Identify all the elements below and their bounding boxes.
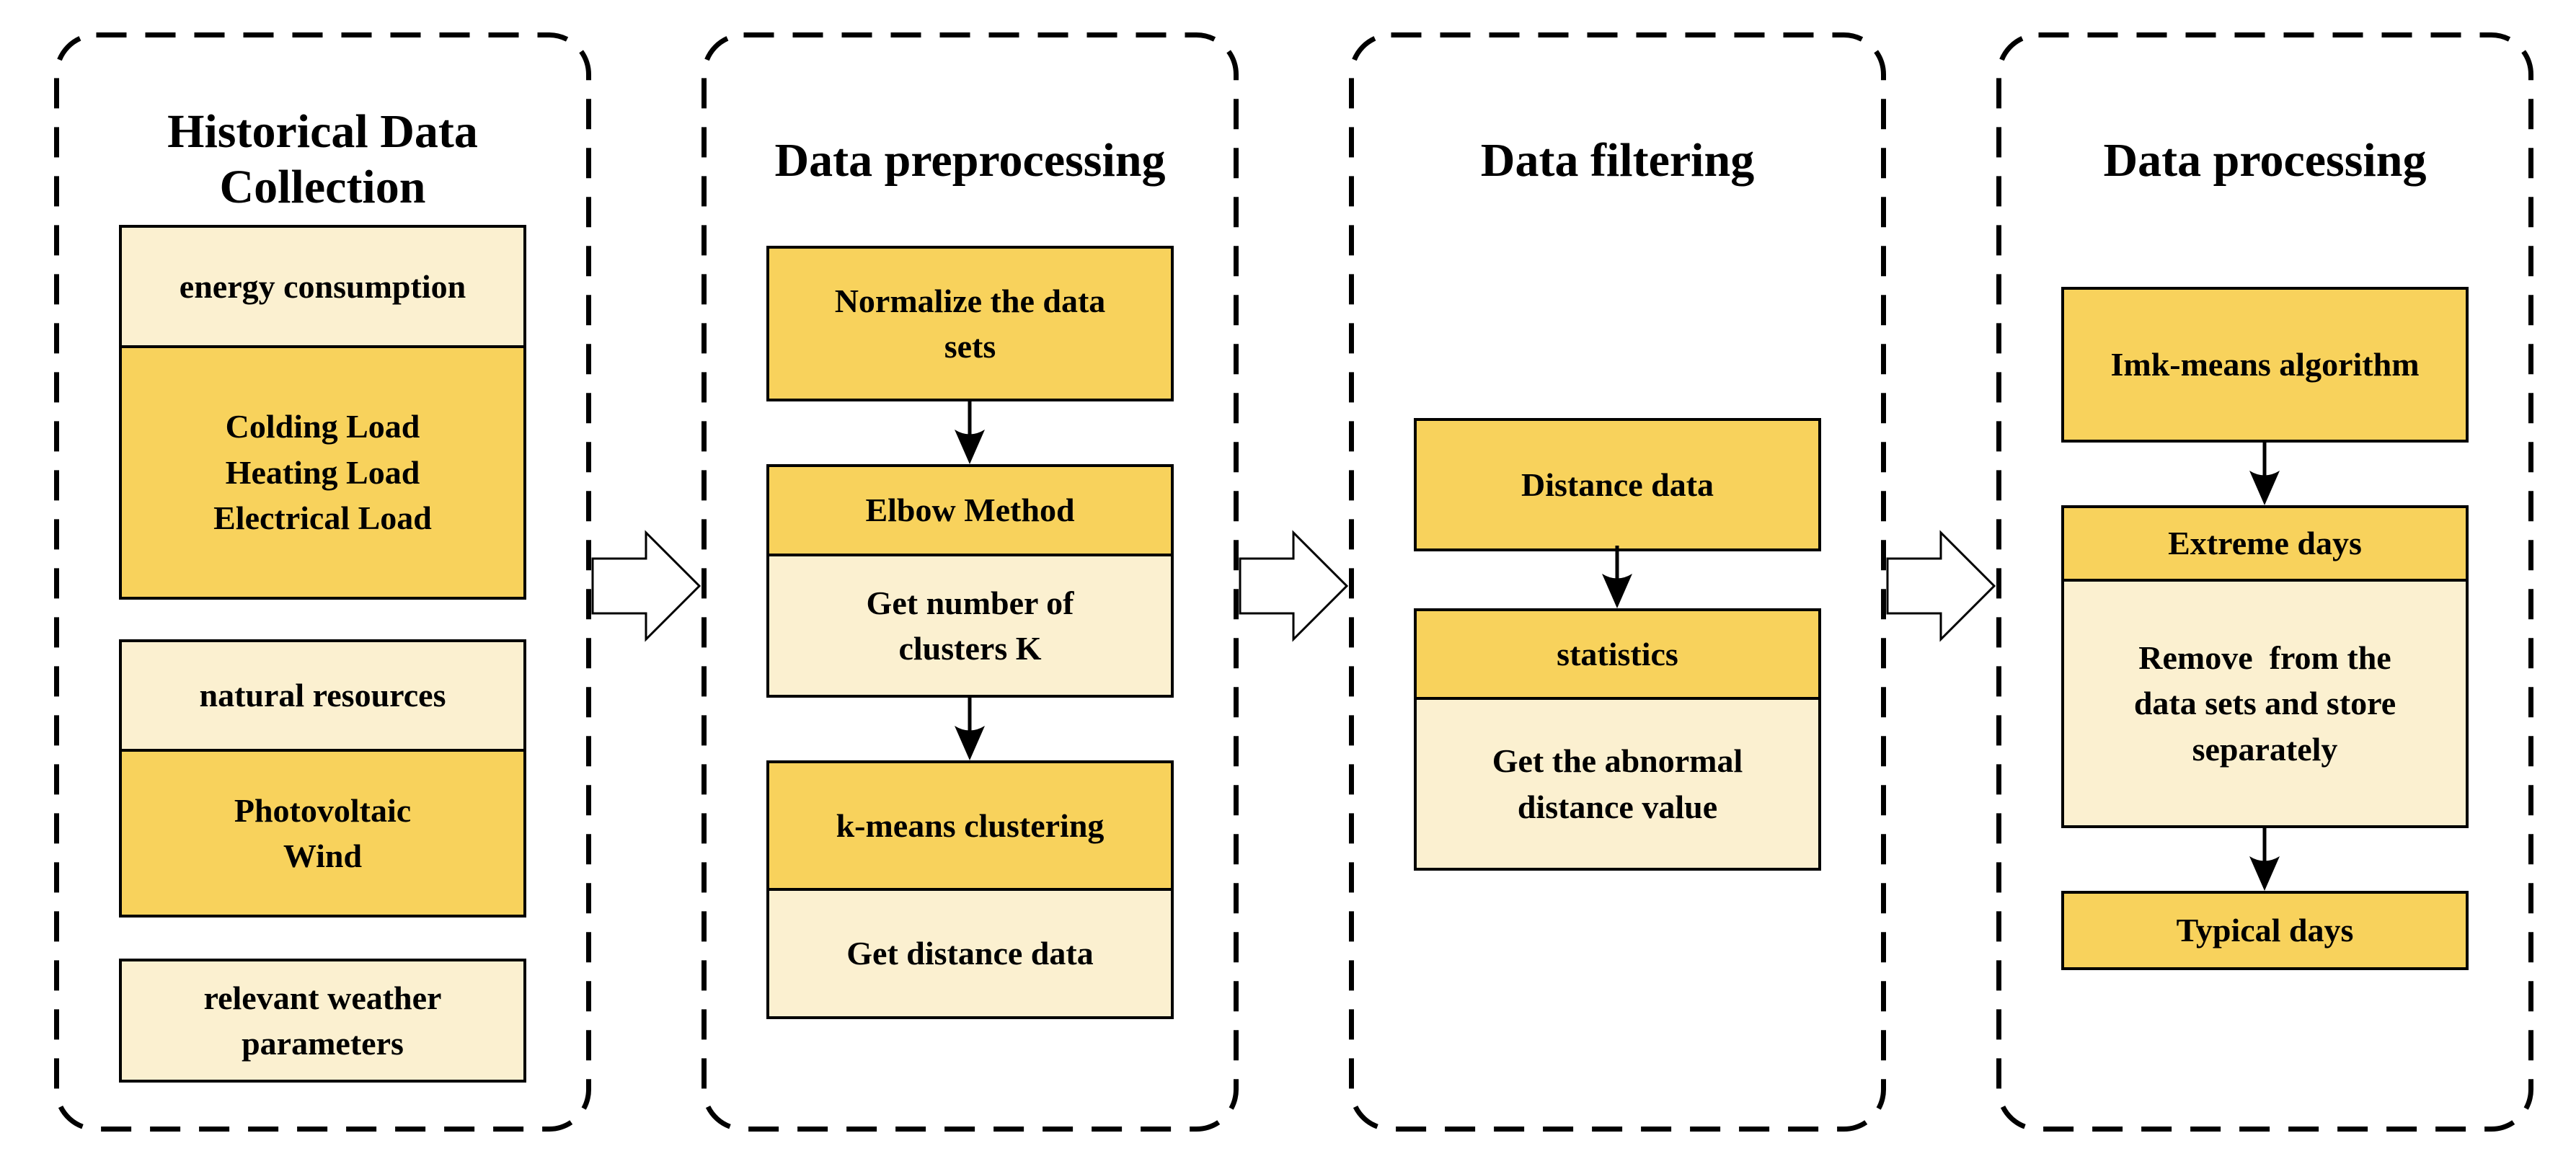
panel-title: Data preprocessing	[774, 134, 1166, 187]
box-group-kmeans: k-means clustering Get distance data	[766, 760, 1174, 1019]
down-arrow-icon	[2249, 443, 2280, 505]
box-get-abnormal-distance-value: Get the abnormal distance value	[1417, 697, 1818, 868]
box-load-types: Colding Load Heating Load Electrical Loa…	[122, 345, 523, 597]
box-get-number-of-clusters: Get number of clusters K	[769, 554, 1171, 695]
box-get-distance-data: Get distance data	[769, 888, 1171, 1016]
down-arrow-icon	[955, 401, 985, 464]
box-group-energy: energy consumption Colding Load Heating …	[119, 225, 526, 600]
box-natural-resources: natural resources	[122, 642, 523, 749]
box-elbow-method: Elbow Method	[769, 467, 1171, 554]
flow-arrow-icon	[591, 530, 701, 642]
flow-arrow-icon	[1239, 530, 1349, 642]
box-energy-consumption: energy consumption	[122, 228, 523, 345]
box-group-extreme-days: Extreme days Remove from the data sets a…	[2061, 505, 2469, 828]
box-remove-and-store: Remove from the data sets and store sepa…	[2064, 579, 2466, 825]
dashed-border	[54, 32, 591, 1132]
dashed-border	[1349, 32, 1886, 1132]
panel-title: Data processing	[2103, 134, 2427, 187]
box-photovoltaic-wind: Photovoltaic Wind	[122, 749, 523, 915]
down-arrow-icon	[1602, 546, 1632, 608]
down-arrow-icon	[2249, 828, 2280, 891]
box-group-statistics: statistics Get the abnormal distance val…	[1414, 608, 1821, 871]
box-kmeans-clustering: k-means clustering	[769, 763, 1171, 888]
box-group-imk: Imk-means algorithm	[2061, 287, 2469, 443]
panel-title: Data filtering	[1480, 134, 1755, 187]
box-relevant-weather-parameters: relevant weather parameters	[122, 961, 523, 1080]
box-normalize-data-sets: Normalize the data sets	[769, 249, 1171, 399]
box-imk-means-algorithm: Imk-means algorithm	[2064, 290, 2466, 440]
panel-historical-data-collection: Historical Data Collection energy consum…	[54, 32, 591, 1132]
box-typical-days: Typical days	[2064, 894, 2466, 967]
box-group-typical-days: Typical days	[2061, 891, 2469, 970]
box-group-distance: Distance data	[1414, 418, 1821, 551]
panel-data-filtering: Data filtering Distance data statistics …	[1349, 32, 1886, 1132]
box-group-elbow: Elbow Method Get number of clusters K	[766, 464, 1174, 698]
panel-data-preprocessing: Data preprocessing Normalize the data se…	[701, 32, 1239, 1132]
box-group-normalize: Normalize the data sets	[766, 246, 1174, 401]
panel-data-processing: Data processing Imk-means algorithm Extr…	[1996, 32, 2533, 1132]
box-group-weather: relevant weather parameters	[119, 959, 526, 1083]
box-group-resources: natural resources Photovoltaic Wind	[119, 639, 526, 918]
flow-arrow-icon	[1886, 530, 1996, 642]
box-distance-data: Distance data	[1417, 421, 1818, 548]
box-extreme-days: Extreme days	[2064, 508, 2466, 579]
down-arrow-icon	[955, 698, 985, 760]
dashed-border	[1996, 32, 2533, 1132]
panel-title: Historical Data Collection	[167, 105, 478, 213]
box-statistics: statistics	[1417, 611, 1818, 697]
dashed-border	[701, 32, 1239, 1132]
